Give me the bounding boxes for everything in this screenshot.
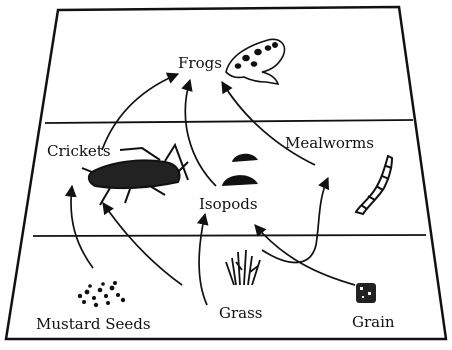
grass-icon <box>226 250 260 285</box>
arrow-isopods-to-frogs <box>185 80 216 186</box>
label-mustard-seeds: Mustard Seeds <box>36 315 151 333</box>
mealworm-icon <box>356 156 392 214</box>
label-crickets: Crickets <box>47 142 111 160</box>
arrow-grass-to-isopods <box>199 214 207 305</box>
divider-upper <box>45 120 413 123</box>
arrow-crickets-to-frogs <box>102 74 178 150</box>
arrow-grass-to-crickets <box>103 203 182 285</box>
arrow-mustard-to-crickets <box>71 186 93 268</box>
divider-lower <box>33 235 426 236</box>
feeding-arrows <box>71 74 355 305</box>
label-mealworms: Mealworms <box>285 134 374 152</box>
label-frogs: Frogs <box>178 54 222 72</box>
mustard-seeds-icon <box>78 281 125 307</box>
label-isopods: Isopods <box>199 195 258 213</box>
terrarium-outline <box>6 7 446 339</box>
isopod-icon <box>222 154 258 186</box>
label-grass: Grass <box>219 304 263 322</box>
frog-icon <box>226 39 285 84</box>
arrow-mealworms-to-frogs <box>222 82 315 165</box>
grain-icon <box>356 283 376 303</box>
arrow-grass-to-mealworms <box>262 178 328 263</box>
label-grain: Grain <box>352 313 395 331</box>
